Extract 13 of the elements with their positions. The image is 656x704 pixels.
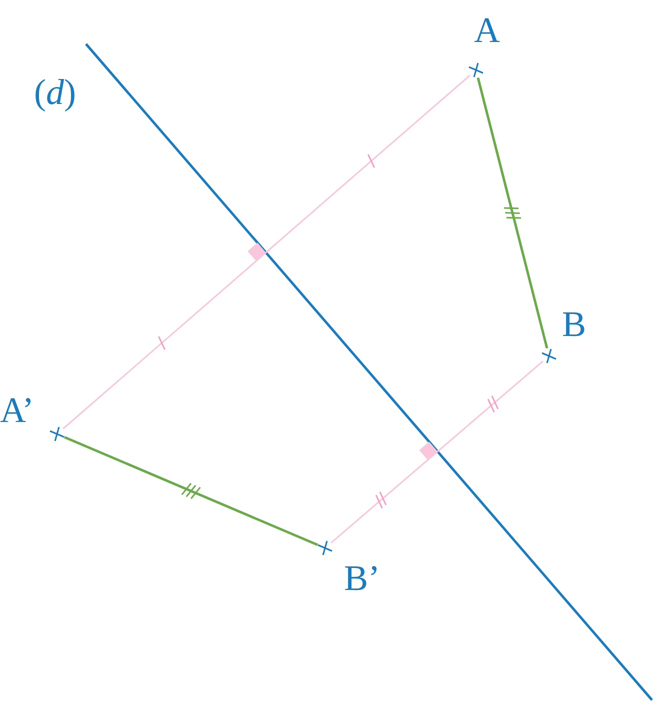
line-segment — [476, 77, 548, 349]
point-label: A’ — [0, 392, 34, 428]
line-segment — [62, 74, 470, 430]
point-mark — [49, 426, 65, 442]
point-mark — [317, 540, 333, 556]
axis-label: (d) — [34, 74, 76, 110]
line-segment — [330, 360, 544, 544]
point-mark — [468, 62, 484, 78]
point-label: A — [474, 12, 500, 48]
point-label: B’ — [344, 560, 380, 596]
point-mark — [541, 348, 557, 364]
line-segment — [64, 436, 318, 546]
point-label: B — [562, 306, 586, 342]
